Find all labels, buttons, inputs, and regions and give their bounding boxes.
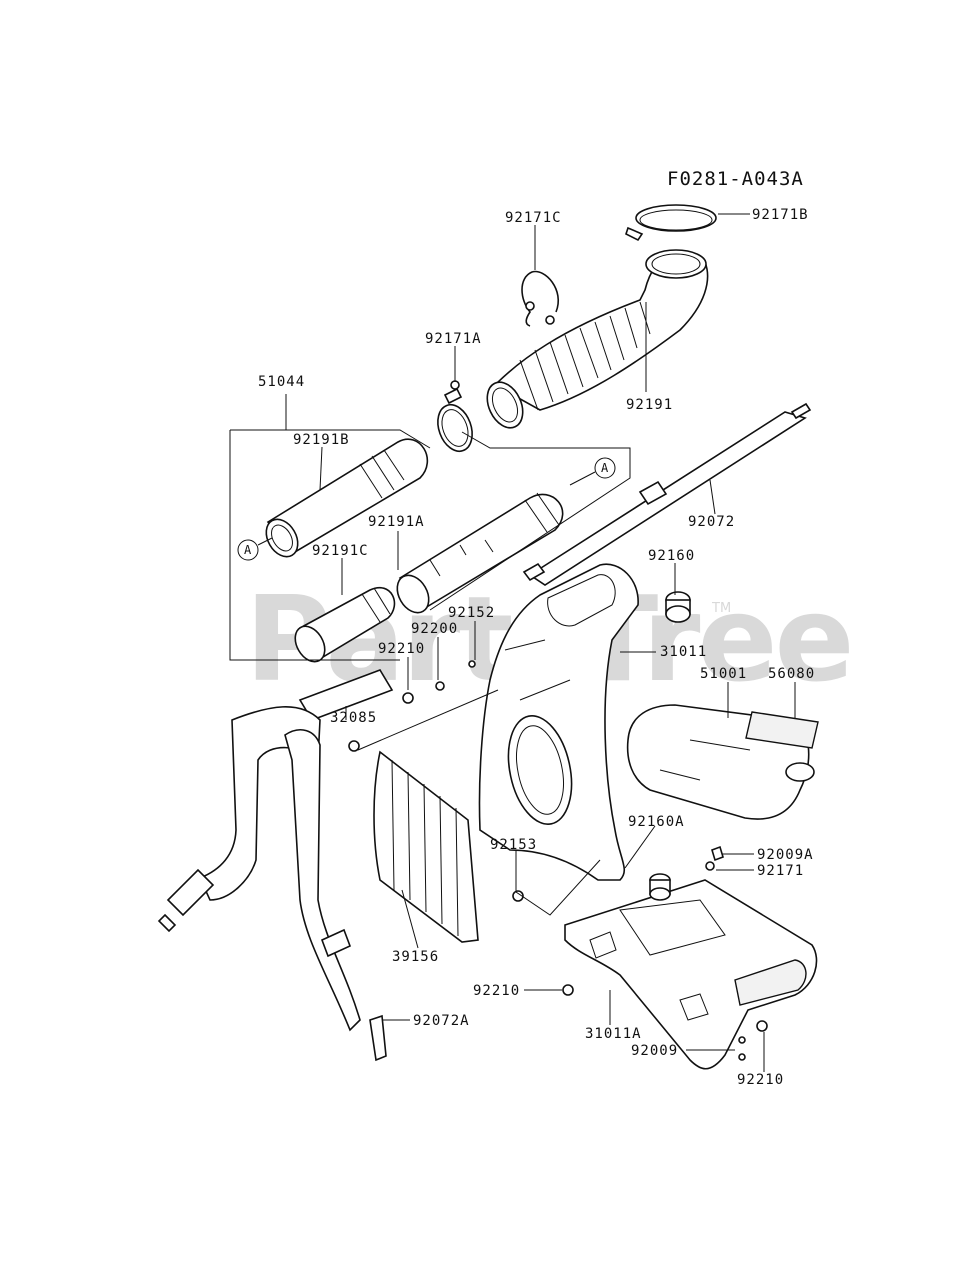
label-92191: 92191 (626, 397, 673, 413)
clip-92171c-drawing (521, 270, 559, 327)
label-92191c: 92191C (312, 543, 369, 559)
diagram-code: F0281-A043A (667, 168, 804, 190)
label-92171a: 92171A (425, 331, 482, 347)
back-plate-31011-drawing (478, 563, 639, 881)
cover-39156-drawing (373, 750, 479, 943)
label-92153: 92153 (490, 837, 537, 853)
label-92072a: 92072A (413, 1013, 470, 1029)
shoulder-strap-drawing (157, 669, 394, 1062)
hardware-drawing (348, 660, 768, 1061)
svg-text:A: A (601, 461, 609, 475)
label-92009a: 92009A (757, 847, 814, 863)
label-92210-lower: 92210 (737, 1072, 784, 1088)
clamp-92171a-drawing (437, 380, 473, 453)
label-51001: 51001 (700, 666, 747, 682)
label-92191a: 92191A (368, 514, 425, 530)
label-92200: 92200 (411, 621, 458, 637)
label-92210-middle: 92210 (473, 983, 520, 999)
label-56080-drawing (745, 711, 819, 749)
label-92210-upper: 92210 (378, 641, 425, 657)
label-92160a: 92160A (628, 814, 685, 830)
cushion-92160-drawing (665, 591, 691, 623)
leader-lines (319, 213, 796, 1072)
label-31011: 31011 (660, 644, 707, 660)
label-92171: 92171 (757, 863, 804, 879)
svg-text:A: A (244, 543, 252, 557)
label-92152: 92152 (448, 605, 495, 621)
label-92009: 92009 (631, 1043, 678, 1059)
label-51044: 51044 (258, 374, 305, 390)
pipe-92191a-drawing (396, 492, 564, 614)
strap-92072-drawing (522, 402, 812, 586)
label-56080: 56080 (768, 666, 815, 682)
cushion-92160a-drawing (649, 873, 671, 901)
label-92171b: 92171B (752, 207, 809, 223)
label-92191b: 92191B (293, 432, 350, 448)
label-32085: 32085 (330, 710, 377, 726)
pipe-92191c-drawing (294, 587, 396, 663)
label-92171c: 92171C (505, 210, 562, 226)
frame-31011a-drawing (564, 879, 818, 1070)
flex-hose-92191-drawing (486, 249, 709, 429)
watermark-tm: TM (711, 601, 731, 616)
ref-marker-a-right: A (429, 431, 631, 611)
label-92160: 92160 (648, 548, 695, 564)
bracket-51044 (229, 394, 431, 661)
label-31011a: 31011A (585, 1026, 642, 1042)
hose-clamp-92171b-drawing (625, 204, 717, 242)
ref-marker-a-left: A (237, 537, 273, 561)
pipe-92191b-drawing (265, 438, 429, 558)
label-39156: 39156 (392, 949, 439, 965)
label-92072: 92072 (688, 514, 735, 530)
